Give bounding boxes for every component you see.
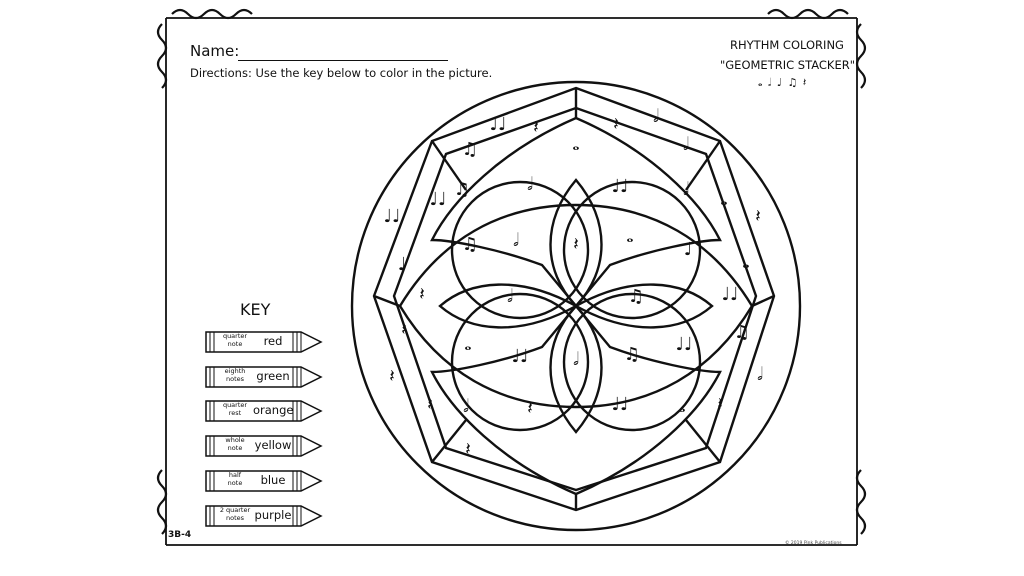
crayon-icon	[205, 400, 323, 422]
key-color-label: orange	[253, 403, 294, 417]
rhythm-symbol: 𝅗𝅥	[513, 230, 519, 251]
rhythm-symbol: 𝅝	[464, 334, 471, 355]
rhythm-symbol: ♩♩	[676, 334, 693, 355]
crayon-icon	[205, 331, 323, 353]
key-item-blue: half note blue	[205, 469, 323, 493]
key-color-label: purple	[254, 508, 292, 522]
crayon-icon	[205, 470, 323, 492]
crayon-icon	[205, 435, 323, 457]
page-code: 3B-4	[168, 530, 192, 540]
key-color-label: green	[256, 369, 290, 383]
rhythm-symbols-row: 𝅝 𝅗𝅥 ♩ ♫ 𝄽	[758, 76, 808, 89]
key-item-green: eighth notes green	[205, 365, 323, 389]
rhythm-symbol: 𝄽	[389, 366, 395, 387]
key-title: KEY	[240, 300, 271, 319]
worksheet-subtitle: "GEOMETRIC STACKER"	[719, 58, 855, 72]
rhythm-symbol: 𝅗𝅥	[573, 349, 579, 370]
rhythm-symbol: 𝅗𝅥	[683, 134, 689, 155]
key-symbol-label: 2 quarter notes	[219, 506, 251, 522]
rhythm-symbol: 𝅝	[626, 226, 633, 247]
key-color-label: red	[263, 334, 283, 348]
crayon-icon	[205, 505, 323, 527]
rhythm-symbol: 𝅗𝅥	[757, 364, 763, 385]
crayon-icon	[205, 366, 323, 388]
rhythm-symbol: 𝄽	[427, 394, 433, 415]
rhythm-symbol: 𝄽	[573, 234, 579, 255]
rhythm-symbol: ♩♩	[512, 346, 529, 367]
key-item-yellow: whole note yellow	[205, 434, 323, 458]
rhythm-symbol: 𝅗𝅥	[653, 106, 659, 127]
rhythm-symbol: ♩	[398, 254, 407, 275]
rhythm-symbol: ♩♩	[612, 394, 629, 415]
directions-text: Directions: Use the key below to color i…	[190, 66, 493, 80]
rhythm-symbol: ♫	[454, 179, 470, 200]
rhythm-symbol: ♩♩	[490, 114, 507, 135]
rhythm-symbol: 𝄽	[419, 284, 425, 305]
copyright-text: © 2019 Pink Publications	[785, 541, 842, 546]
rhythm-symbol: ♫	[462, 234, 478, 255]
rhythm-symbol: ♫	[734, 322, 750, 343]
rhythm-symbol: 𝅝	[572, 134, 579, 155]
rhythm-symbol: 𝅝	[742, 252, 749, 273]
rhythm-symbol: 𝅗𝅥	[507, 286, 513, 307]
key-symbol-label: eighth notes	[224, 367, 246, 383]
rhythm-symbol: 𝄽	[533, 117, 539, 138]
key-symbol-label: quarter rest	[222, 401, 248, 417]
rhythm-symbol: ♩♩	[612, 176, 629, 197]
key-color-label: yellow	[254, 438, 292, 452]
rhythm-symbol: 𝅝	[678, 396, 685, 417]
rhythm-symbol: ♫	[628, 286, 644, 307]
key-item-orange: quarter rest orange	[205, 399, 323, 423]
worksheet-title: RHYTHM COLORING	[730, 38, 844, 52]
rhythm-symbol: 𝄽	[465, 439, 471, 460]
name-blank-line[interactable]	[238, 60, 448, 61]
rhythm-symbol: 𝄽	[527, 398, 533, 419]
rhythm-symbol: ♩♩	[722, 284, 739, 305]
name-label: Name:	[190, 42, 240, 60]
rhythm-symbol: 𝅗𝅥	[683, 179, 689, 200]
key-symbol-label: quarter note	[222, 332, 248, 348]
rhythm-symbol: 𝄽	[717, 394, 723, 415]
rhythm-symbol: ♩♩	[430, 189, 447, 210]
rhythm-symbol: ♩♩	[384, 206, 401, 227]
rhythm-symbol: 𝄽	[613, 114, 619, 135]
rhythm-symbol: 𝅗𝅥	[463, 396, 469, 417]
key-color-label: blue	[260, 473, 286, 487]
rhythm-symbol: 𝅝	[720, 189, 727, 210]
rhythm-symbol: 𝄽	[401, 319, 407, 340]
key-symbol-label: half note	[227, 471, 243, 487]
rhythm-symbol: 𝄽	[755, 206, 761, 227]
rhythm-symbol: ♩	[684, 239, 693, 260]
key-item-red: quarter note red	[205, 330, 323, 354]
rhythm-symbol: 𝅗𝅥	[527, 174, 533, 195]
rhythm-symbol: ♫	[462, 139, 478, 160]
key-symbol-label: whole note	[225, 436, 245, 452]
rhythm-symbol: ♫	[624, 344, 640, 365]
